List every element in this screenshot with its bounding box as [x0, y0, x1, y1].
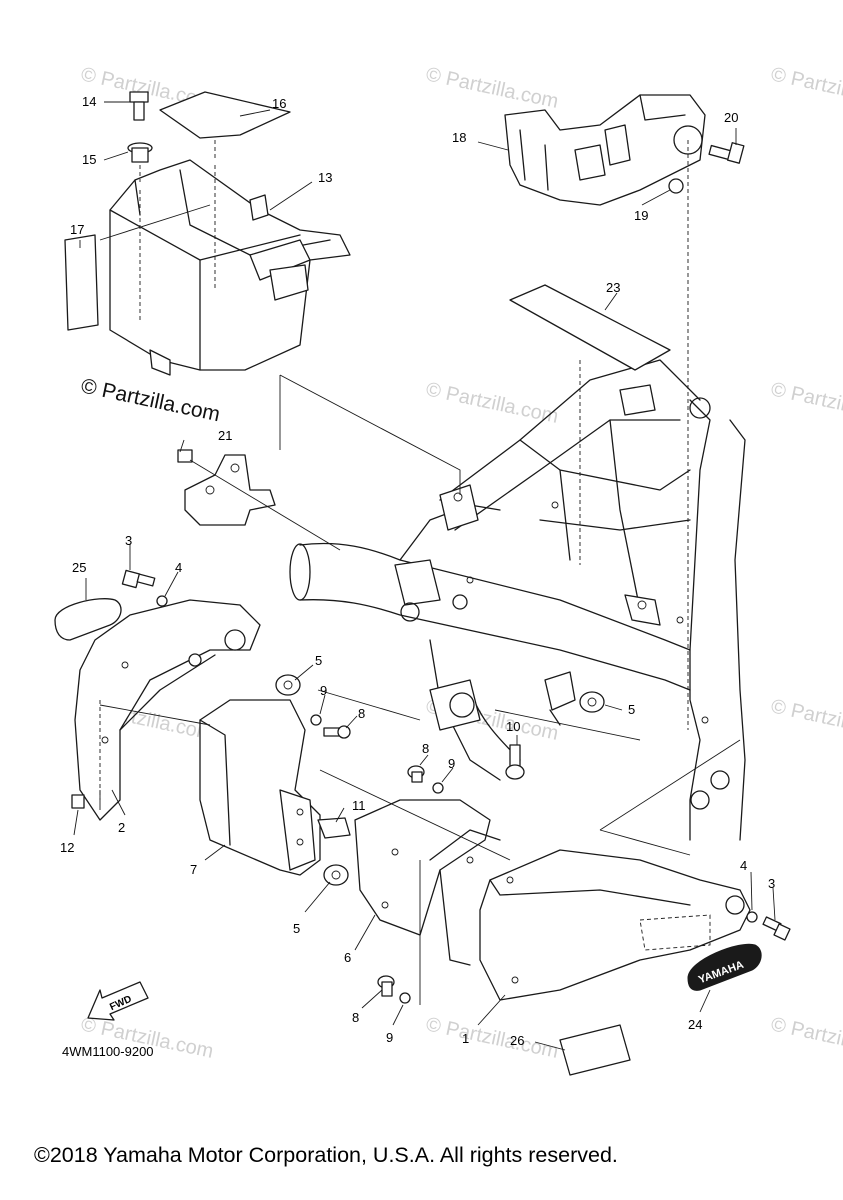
callout-5a: 5	[315, 653, 322, 668]
clip-12	[71, 794, 85, 809]
callout-26: 26	[510, 1033, 524, 1048]
callout-4b: 4	[740, 858, 747, 873]
callout-25: 25	[72, 560, 86, 575]
watermark-prominent: © Partzilla.com	[79, 374, 222, 426]
callout-5b: 5	[628, 702, 635, 717]
emblem-24: YAMAHA	[687, 943, 762, 991]
diagram-code: 4WM1100-9200	[62, 1044, 154, 1059]
bolt-8b	[407, 765, 425, 783]
callout-10: 10	[506, 719, 520, 734]
label-26	[559, 1024, 631, 1076]
callout-2: 2	[118, 820, 125, 835]
callout-9a: 9	[320, 683, 327, 698]
relay-bracket	[504, 94, 706, 206]
callout-1: 1	[462, 1031, 469, 1046]
frame-pad-23	[509, 284, 671, 371]
callout-16: 16	[272, 96, 286, 111]
leader-lines	[73, 101, 776, 1051]
washer-9b	[432, 782, 444, 794]
callout-14: 14	[82, 94, 96, 109]
callout-4a: 4	[175, 560, 182, 575]
left-cover	[74, 599, 261, 821]
grommet-5b	[579, 691, 605, 713]
callout-20: 20	[724, 110, 738, 125]
bolt-10	[505, 744, 525, 780]
cover-6	[354, 799, 501, 966]
callout-24: 24	[688, 1017, 702, 1032]
grommet-5c	[323, 864, 349, 886]
washer-4-left	[156, 595, 168, 607]
callout-19: 19	[634, 208, 648, 223]
bracket-21	[177, 449, 276, 526]
watermark-text: © Partzilla.com	[769, 378, 843, 428]
callout-9b: 9	[448, 756, 455, 771]
bolt-3-left	[121, 569, 156, 589]
fwd-arrow-icon: FWD	[87, 981, 149, 1021]
callout-21: 21	[218, 428, 232, 443]
callout-5c: 5	[293, 921, 300, 936]
callout-11: 11	[352, 798, 366, 813]
callout-13: 13	[318, 170, 332, 185]
watermark-text: © Partzilla.com	[424, 63, 560, 113]
bolt-14	[129, 91, 149, 121]
callout-labels: 14 15 16 13 17 18 19 20 23 21 3 4 25 5 5…	[60, 94, 775, 1048]
bolt-20	[708, 142, 745, 164]
callout-6: 6	[344, 950, 351, 965]
washer-4-right	[746, 911, 758, 923]
bolt-8c	[377, 975, 395, 997]
callout-17: 17	[70, 222, 84, 237]
callout-7: 7	[190, 862, 197, 877]
watermark-text: © Partzilla.com	[769, 63, 843, 113]
right-cover	[479, 849, 751, 1001]
watermark-text: © Partzilla.com	[769, 1013, 843, 1063]
callout-23: 23	[606, 280, 620, 295]
badge-25	[54, 598, 122, 641]
callout-3b: 3	[768, 876, 775, 891]
watermark-text: © Partzilla.com	[424, 1013, 560, 1063]
collar-15	[127, 142, 153, 163]
callout-3a: 3	[125, 533, 132, 548]
callout-18: 18	[452, 130, 466, 145]
callout-15: 15	[82, 152, 96, 167]
callout-8a: 8	[358, 706, 365, 721]
battery-pad-side	[64, 234, 99, 331]
battery-pad-top	[159, 91, 291, 139]
grommet-5a	[275, 674, 301, 696]
callout-9c: 9	[386, 1030, 393, 1045]
watermark-text: © Partzilla.com	[424, 378, 560, 428]
battery-box	[109, 159, 351, 376]
washer-9c	[399, 992, 411, 1004]
watermark-text: © Partzilla.com	[769, 695, 843, 745]
callout-8b: 8	[422, 741, 429, 756]
callout-12: 12	[60, 840, 74, 855]
callout-8c: 8	[352, 1010, 359, 1025]
bolt-3-right	[762, 916, 791, 941]
nut-19	[668, 178, 684, 194]
frame	[289, 359, 746, 841]
clamp-11	[317, 817, 351, 839]
copyright-footer: ©2018 Yamaha Motor Corporation, U.S.A. A…	[34, 1143, 618, 1167]
cover-7	[199, 699, 321, 876]
bolt-8a	[323, 725, 351, 739]
washer-9a	[310, 714, 322, 726]
